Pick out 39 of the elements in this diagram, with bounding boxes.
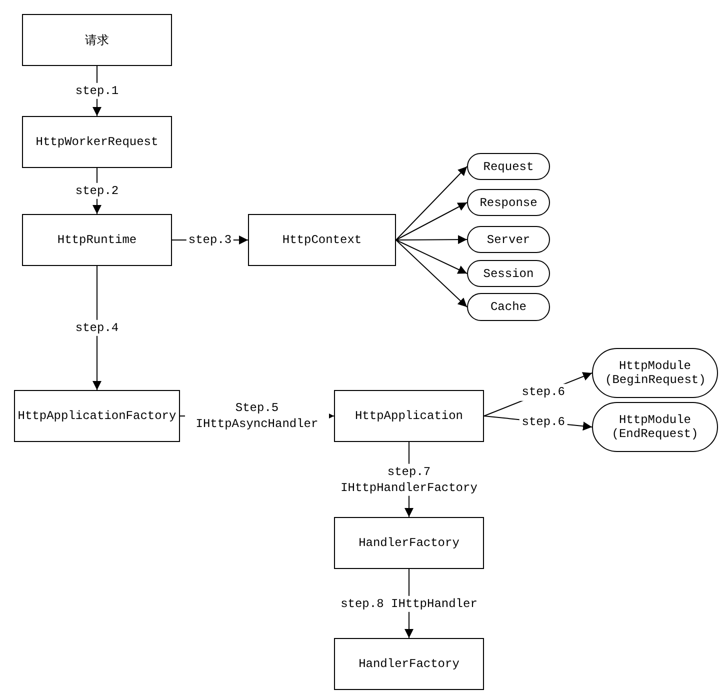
node-text: Response (478, 196, 538, 210)
edge-label: step.2 (73, 182, 121, 200)
process-box (334, 638, 484, 690)
node-text: HttpModule (BeginRequest) (604, 359, 707, 387)
edge-label: step.6 (520, 384, 567, 400)
arrow (396, 235, 468, 244)
process-box (22, 214, 172, 266)
node-text: Session (482, 266, 535, 280)
node-text: HttpWorkerRequest (34, 135, 160, 149)
arrow (396, 166, 468, 240)
rounded-node (592, 348, 718, 398)
node-text: HttpApplicationFactory (16, 409, 178, 423)
process-box (334, 390, 484, 442)
node-text: HttpModule (EndRequest) (610, 413, 700, 441)
node-text: HandlerFactory (358, 657, 460, 671)
rounded-node (467, 189, 550, 216)
arrow (396, 240, 468, 274)
node-text: HttpContext (281, 233, 363, 247)
process-box (248, 214, 396, 266)
rounded-node (467, 260, 550, 287)
rounded-node (467, 293, 550, 321)
rounded-node (592, 402, 718, 452)
node-text: 请求 (84, 32, 110, 48)
arrow (396, 202, 468, 240)
node-text: Cache (489, 300, 528, 314)
process-box (22, 116, 172, 168)
node-text: HttpApplication (354, 409, 464, 423)
arrow (396, 240, 468, 308)
process-box (14, 390, 180, 442)
rounded-node (467, 153, 550, 180)
rounded-node (467, 226, 550, 253)
node-text: Request (482, 160, 535, 174)
process-box (334, 517, 484, 569)
node-text: HttpRuntime (56, 233, 138, 247)
node-text: Server (486, 232, 532, 246)
edge-label: step.4 (73, 320, 121, 336)
edge-label: step.1 (73, 82, 121, 100)
node-text: HandlerFactory (358, 536, 460, 550)
process-box (22, 14, 172, 66)
